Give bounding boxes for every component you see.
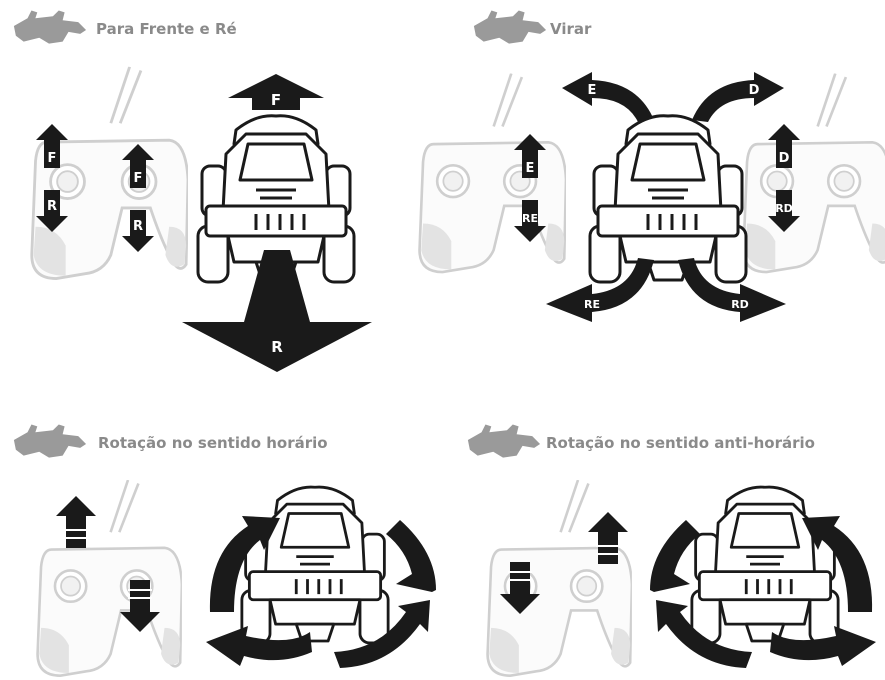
arrow-label: R — [133, 219, 143, 234]
arrow-label: F — [271, 91, 281, 109]
arrow-label: F — [134, 171, 143, 186]
mini-car-icon — [464, 422, 542, 462]
panel-title: Para Frente e Ré — [96, 20, 237, 38]
counterclockwise-arrows — [646, 512, 882, 668]
right-stick-arrows: F R — [118, 140, 178, 260]
arrow-label: RE — [522, 212, 538, 225]
arrow-label: RD — [731, 298, 749, 311]
panel-forward-back: Para Frente e Ré F R F R F R — [0, 0, 440, 380]
back-arrow: R — [180, 250, 374, 374]
arrow-label: RD — [775, 202, 793, 215]
panel-title: Rotação no sentido anti-horário — [546, 434, 815, 452]
mini-car-icon — [470, 8, 548, 48]
arrow-label: R — [271, 338, 283, 356]
left-stick-arrows: E RE — [510, 130, 570, 250]
clockwise-arrows — [200, 512, 440, 668]
controller-icon — [28, 480, 188, 680]
arrow-label: R — [47, 199, 57, 214]
arrow-label: RE — [584, 298, 600, 311]
back-right-arrow: RD — [670, 256, 790, 326]
mini-car-icon — [10, 422, 88, 462]
forward-arrow: F — [226, 72, 326, 112]
right-stick-up-arrow — [588, 510, 632, 566]
arrow-label: D — [779, 151, 790, 166]
right-stick-down-arrow — [120, 578, 164, 634]
arrow-label: E — [526, 161, 535, 176]
panel-rotate-counterclockwise: Rotação no sentido anti-horário — [440, 400, 885, 668]
mini-car-icon — [10, 8, 88, 48]
left-stick-up-arrow — [56, 494, 100, 550]
back-left-arrow: RE — [542, 256, 662, 326]
panel-title: Rotação no sentido horário — [98, 434, 328, 452]
arrow-label: D — [749, 83, 760, 98]
left-stick-down-arrow — [500, 560, 544, 616]
arrow-label: E — [588, 83, 597, 98]
arrow-label: F — [48, 151, 57, 166]
left-stick-arrows: F R — [32, 120, 92, 240]
panel-turn: Virar E RE D RD E D RE RD — [430, 0, 885, 380]
panel-title: Virar — [550, 20, 591, 38]
right-stick-arrows: D RD — [764, 120, 824, 240]
panel-rotate-clockwise: Rotação no sentido horário — [0, 400, 440, 668]
